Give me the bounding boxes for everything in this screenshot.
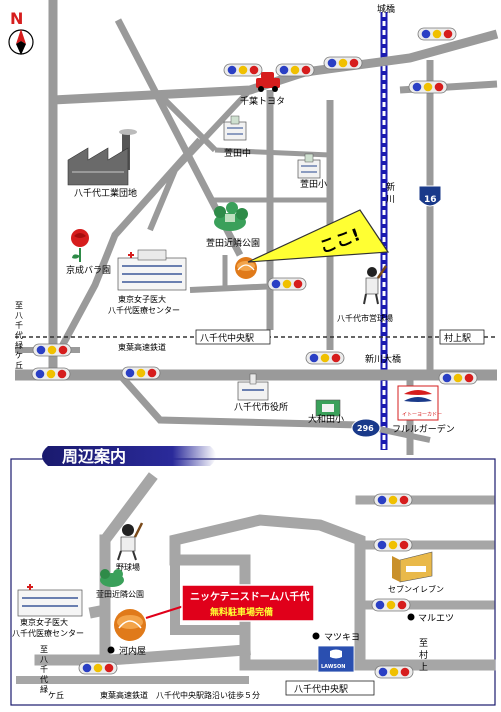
detail-hospital-label-2: 八千代医療センター — [12, 628, 84, 638]
svg-text:至: 至 — [419, 638, 428, 649]
svg-text:ケ: ケ — [15, 351, 23, 360]
school-icon — [223, 115, 247, 141]
shinkawa-label-1: 新 — [386, 181, 395, 193]
kogyo-danchi-label: 八千代工業団地 — [74, 187, 137, 199]
seven-eleven-label: セブンイレブン — [388, 584, 444, 594]
callout-subtitle: 無料駐車場完備 — [210, 606, 273, 618]
park-icon — [214, 202, 248, 231]
kayadasho-label: 萱田小 — [300, 178, 327, 190]
ito-yokado-logo: イトーヨーカドー — [397, 385, 442, 421]
kayadachu-label: 萱田中 — [224, 147, 251, 159]
route296-label: 296 — [357, 424, 374, 433]
rose-icon — [71, 229, 89, 262]
svg-text:ケ丘: ケ丘 — [48, 691, 64, 700]
city-hall-icon — [237, 373, 269, 401]
stadium-label: 八千代市営球場 — [337, 313, 393, 323]
maruetsu-label: マルエツ — [418, 614, 454, 624]
detail-station-box: 八千代中央駅 — [285, 680, 375, 696]
poi-dots — [107, 613, 415, 654]
baseball-player-icon — [117, 522, 144, 561]
compass-n-label: N — [10, 9, 23, 28]
shirohashi-label: 城橋 — [377, 3, 395, 15]
park-icon — [100, 569, 124, 587]
city-hall-label: 八千代市役所 — [234, 401, 288, 413]
svg-text:代: 代 — [40, 674, 48, 684]
svg-text:千: 千 — [40, 664, 48, 674]
svg-text:丘: 丘 — [15, 361, 23, 370]
koko-marker: ここ! — [247, 209, 390, 263]
tennis-dome-icon — [235, 257, 257, 279]
lawson-logo: LAWSON — [317, 645, 355, 673]
north-compass: N — [8, 9, 34, 55]
murakami-box: 村上駅 — [439, 329, 485, 345]
fururu-label: フルルガーデン — [392, 423, 455, 435]
school-icon — [315, 399, 341, 417]
baseball-player-icon — [363, 265, 388, 305]
shinkawa-bridge-label: 新川大橋 — [365, 353, 401, 365]
svg-text:八: 八 — [40, 655, 48, 664]
svg-text:至: 至 — [15, 301, 23, 310]
route16-label: 16 — [424, 195, 437, 205]
svg-text:至: 至 — [40, 645, 48, 654]
walk-note-label: 東葉高速鉄道 八千代中央駅路沿い徒歩５分 — [100, 690, 260, 700]
svg-text:村: 村 — [419, 649, 428, 661]
station-label: 八千代中央駅 — [200, 332, 254, 344]
murakami-label: 村上駅 — [444, 332, 471, 344]
detail-to-yachiyo-label: 至 八 千 代 緑 ケ丘 — [40, 645, 64, 700]
matsukiyo-label: マツキヨ — [324, 633, 360, 643]
to-yachiyo-label: 至 八 千 代 緑 ケ 丘 — [15, 301, 23, 370]
seven-eleven-icon — [392, 551, 433, 583]
detail-station-label: 八千代中央駅 — [294, 683, 348, 695]
factory-icon — [67, 129, 137, 186]
school-icon — [297, 153, 321, 179]
chiba-toyota-label: 千葉トヨタ — [240, 95, 285, 107]
shinkawa-label-2: 川 — [386, 195, 395, 205]
station-box: 八千代中央駅 — [195, 329, 271, 345]
callout-title: ニッケテニスドーム八千代 — [190, 590, 310, 603]
rose-garden-label: 京成バラ園 — [66, 264, 111, 276]
owada-label: 大和田小 — [308, 413, 344, 425]
tennis-dome-callout: ニッケテニスドーム八千代 無料駐車場完備 — [181, 584, 315, 622]
tennis-dome-icon — [114, 609, 146, 641]
detail-to-murakami-label: 至 村 上 — [419, 638, 428, 673]
route16-shield: 16 — [418, 185, 442, 207]
kayada-park-label: 萱田近隣公園 — [206, 237, 260, 249]
detail-baseball-label: 野球場 — [116, 562, 140, 572]
kawachiya-label: 河内屋 — [119, 645, 146, 657]
svg-text:代: 代 — [15, 330, 23, 340]
car-icon — [256, 72, 280, 92]
detail-hospital-label-1: 東京女子医大 — [20, 617, 68, 627]
detail-title-label: 周辺案内 — [62, 447, 126, 466]
ito-yokado-label: イトーヨーカドー — [402, 412, 442, 418]
callout-pointer — [145, 605, 185, 619]
detail-title: 周辺案内 — [42, 446, 216, 466]
hospital-label-2: 八千代医療センター — [108, 305, 180, 315]
detail-park-label: 萱田近隣公園 — [96, 589, 144, 599]
toyo-railway-label: 東葉高速鉄道 — [118, 342, 166, 352]
hospital-icon — [17, 584, 83, 617]
hospital-label-1: 東京女子医大 — [118, 294, 166, 304]
svg-text:上: 上 — [419, 662, 428, 673]
svg-text:緑: 緑 — [15, 340, 23, 350]
lawson-label: LAWSON — [321, 664, 345, 670]
svg-text:八: 八 — [15, 311, 23, 320]
svg-text:緑: 緑 — [40, 684, 48, 694]
route296-shield: 296 — [351, 418, 381, 438]
hospital-icon — [117, 249, 187, 291]
svg-text:千: 千 — [15, 320, 23, 330]
